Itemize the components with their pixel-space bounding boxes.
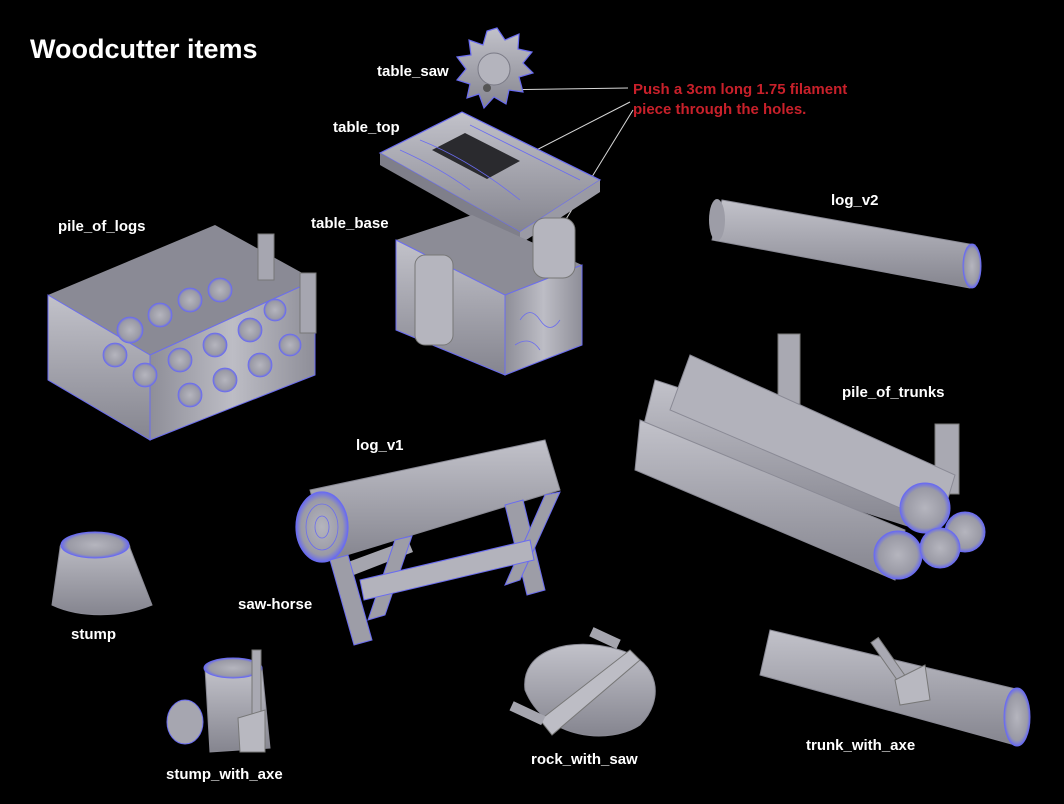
assembly-note-line2: piece through the holes.: [633, 101, 807, 118]
label-table-saw: table_saw: [377, 63, 449, 80]
label-log-v2: log_v2: [831, 192, 879, 209]
page-title: Woodcutter items: [30, 34, 258, 64]
label-table-base: table_base: [311, 215, 389, 232]
stump-model: [51, 531, 153, 616]
label-trunk-with-axe: trunk_with_axe: [806, 737, 916, 754]
label-stump-with-axe: stump_with_axe: [166, 766, 283, 783]
label-stump: stump: [71, 626, 116, 643]
table-base-model: [395, 215, 583, 376]
log-v2-model: [709, 199, 982, 289]
assembly-note-line1: Push a 3cm long 1.75 filament: [633, 81, 848, 98]
pile-of-logs-model: [47, 225, 317, 441]
table-saw-model: [455, 27, 535, 110]
trunk-with-axe-model: [759, 629, 1031, 747]
saw-horse-model: [329, 491, 561, 646]
assembly-note: Push a 3cm long 1.75 filament piece thro…: [633, 80, 847, 120]
label-pile-of-logs: pile_of_logs: [58, 218, 146, 235]
log-v1-model: [295, 439, 561, 563]
rock-with-saw-model: [509, 627, 656, 737]
label-saw-horse: saw-horse: [238, 596, 313, 613]
label-rock-with-saw: rock_with_saw: [531, 751, 638, 768]
stump-with-axe-model: [166, 649, 271, 753]
label-pile-of-trunks: pile_of_trunks: [842, 384, 945, 401]
label-log-v1: log_v1: [356, 437, 404, 454]
label-table-top: table_top: [333, 119, 400, 136]
pile-of-trunks-model: [634, 333, 986, 581]
